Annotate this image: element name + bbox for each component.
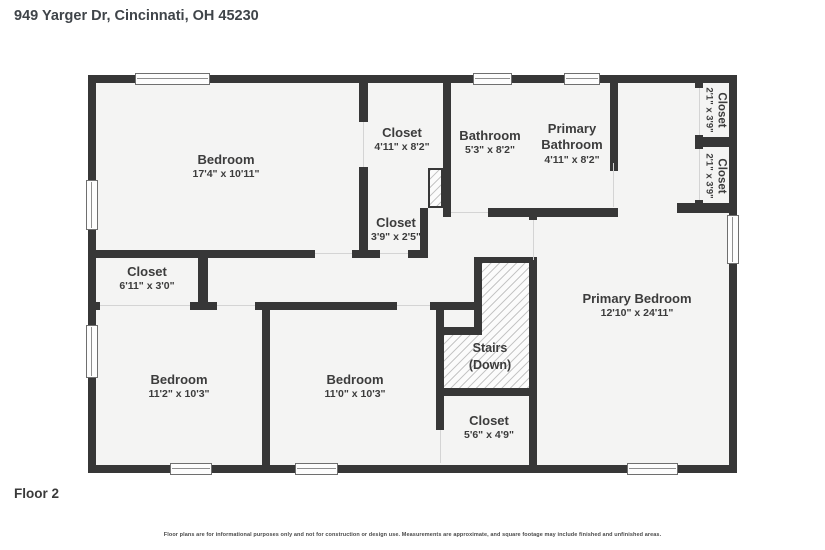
- door-opening: [451, 212, 488, 213]
- floor-plan-canvas: Bedroom 17'4" x 10'11" Closet 4'11" x 8'…: [86, 73, 739, 475]
- floor-number-label: Floor 2: [14, 486, 60, 501]
- room-name: Closet: [382, 125, 422, 141]
- window: [295, 463, 338, 475]
- window: [86, 325, 98, 378]
- address-title: 949 Yarger Dr, Cincinnati, OH 45230: [14, 8, 259, 24]
- door-opening: [699, 88, 700, 135]
- door-opening: [217, 305, 255, 306]
- room-dims: 5'6" x 4'9": [464, 429, 514, 442]
- door-opening: [533, 220, 534, 260]
- wall: [430, 302, 478, 310]
- wall: [474, 263, 482, 327]
- room-name: Primary Bathroom: [541, 120, 603, 153]
- room-label-closet-right-top: Closet 2'1" x 3'9": [702, 87, 729, 132]
- wall-exterior-right: [729, 75, 737, 473]
- window: [627, 463, 678, 475]
- room-dims: 4'11" x 8'2": [374, 141, 430, 154]
- disclaimer-text: Floor plans are for informational purpos…: [163, 532, 662, 538]
- room-name: Primary Bedroom: [582, 291, 692, 307]
- door-opening: [100, 305, 190, 306]
- room-label-bedroom-1: Bedroom 17'4" x 10'11": [193, 152, 260, 182]
- room-label-closet-stairs: Closet 5'6" x 4'9": [464, 413, 514, 443]
- room-name: Bedroom: [197, 152, 255, 168]
- wall: [444, 388, 537, 396]
- room-name: Closet: [715, 92, 728, 128]
- wall: [255, 302, 397, 310]
- room-label-closet-hall: Closet 4'11" x 8'2": [374, 125, 429, 155]
- wall: [488, 208, 618, 217]
- room-label-closet-center: Closet 3'9" x 2'5": [371, 215, 421, 245]
- room-dims: 12'10" x 24'11": [600, 307, 674, 320]
- wall: [190, 302, 217, 310]
- wall: [529, 217, 537, 220]
- door-opening: [440, 430, 441, 463]
- wall: [474, 257, 537, 263]
- wall: [96, 302, 100, 310]
- wall: [360, 208, 368, 258]
- stairs-hatch-upper: [482, 263, 529, 335]
- room-label-bedroom-3: Bedroom 11'0" x 10'3": [324, 372, 385, 402]
- room-dims: 3'9" x 2'5": [371, 231, 421, 244]
- room-label-stairs: Stairs (Down): [469, 341, 511, 373]
- door-opening: [363, 122, 364, 167]
- room-name: Closet: [376, 215, 416, 231]
- room-label-primary-bathroom: Primary Bathroom 4'11" x 8'2": [525, 121, 619, 167]
- wall: [420, 208, 428, 258]
- door-opening: [315, 253, 352, 254]
- room-dims: 5'3" x 8'2": [465, 144, 515, 157]
- window: [473, 73, 512, 85]
- door-opening: [380, 253, 408, 254]
- room-label-closet-right-bottom: Closet 2'1" x 3'9": [702, 153, 729, 198]
- door-opening: [397, 305, 430, 306]
- wall: [695, 83, 703, 88]
- room-dims: 11'2" x 10'3": [148, 388, 210, 401]
- room-label-bedroom-2: Bedroom 11'2" x 10'3": [148, 372, 209, 402]
- room-dims: 6'11" x 3'0": [119, 280, 175, 293]
- wall: [262, 310, 270, 473]
- room-dims: 4'11" x 8'2": [544, 153, 600, 166]
- room-name: Closet: [127, 264, 167, 280]
- room-name: Closet: [715, 158, 728, 194]
- stairs-hatch-lower: [444, 335, 529, 388]
- wall: [443, 83, 451, 217]
- window: [170, 463, 212, 475]
- wall: [198, 258, 208, 310]
- room-name: Bedroom: [150, 372, 208, 388]
- wall: [436, 302, 444, 430]
- wall-exterior-top: [88, 75, 737, 83]
- window: [86, 180, 98, 230]
- room-label-bathroom: Bathroom 5'3" x 8'2": [459, 128, 520, 158]
- wall: [88, 250, 315, 258]
- room-label-primary-bedroom: Primary Bedroom 12'10" x 24'11": [582, 291, 691, 321]
- room-name: Closet: [469, 413, 509, 429]
- wall: [677, 203, 737, 213]
- chimney-hatch: [428, 168, 443, 208]
- door-opening: [613, 163, 614, 207]
- room-dims: (Down): [468, 357, 512, 372]
- room-dims: 2'1" x 3'9": [702, 87, 714, 133]
- wall: [695, 137, 737, 147]
- window: [135, 73, 210, 85]
- wall: [444, 327, 482, 335]
- door-opening: [699, 149, 700, 200]
- wall-exterior-bottom: [88, 465, 737, 473]
- room-name: Stairs: [472, 341, 508, 356]
- window: [727, 215, 739, 264]
- room-name: Bedroom: [326, 372, 384, 388]
- room-dims: 2'1" x 3'9": [702, 153, 714, 199]
- wall-exterior-left: [88, 75, 96, 473]
- room-name: Bathroom: [459, 128, 521, 144]
- room-label-closet-left: Closet 6'11" x 3'0": [119, 264, 174, 294]
- window: [564, 73, 600, 85]
- wall: [529, 260, 537, 465]
- wall: [359, 83, 368, 122]
- wall: [610, 83, 618, 171]
- room-dims: 17'4" x 10'11": [192, 168, 260, 181]
- room-dims: 11'0" x 10'3": [324, 388, 386, 401]
- wall: [408, 250, 428, 258]
